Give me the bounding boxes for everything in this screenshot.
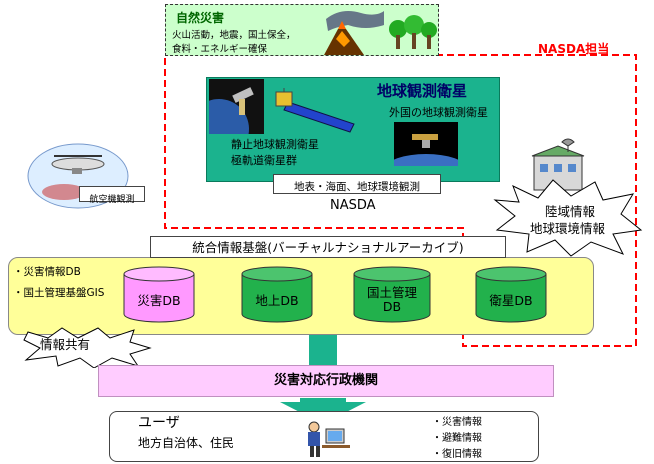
satellite-photo-icon	[209, 79, 264, 134]
user-box: ユーザ 地方自治体、住民 ・災害情報 ・避難情報 ・復旧情報	[109, 411, 539, 462]
natural-disaster-line2: 食料・エネルギー確保	[172, 44, 268, 55]
integrated-platform-title: 統合情報基盤(バーチャルナショナルアーカイブ)	[192, 240, 464, 255]
land-info-line2: 地球環境情報	[530, 221, 606, 236]
volcano-icon	[324, 11, 384, 55]
db-list-item-1: ・災害情報DB	[13, 266, 81, 278]
user-info-3: ・復旧情報	[432, 449, 482, 460]
earth-observation-title: 地球観測衛星	[377, 82, 468, 100]
aircraft-label-box: 航空機観測	[79, 186, 145, 205]
info-sharing-callout-shape	[23, 327, 152, 368]
polar-satellites-label: 極軌道衛星群	[231, 154, 297, 167]
trees-icon	[389, 15, 437, 49]
aircraft-label: 航空機観測	[89, 195, 135, 205]
natural-disaster-title: 自然災害	[176, 11, 225, 25]
satellite-db-label: 衛星DB	[489, 293, 533, 308]
user-info-1: ・災害情報	[432, 417, 482, 428]
nasda-label: NASDA	[330, 198, 376, 213]
info-sharing-label: 情報共有	[40, 337, 91, 352]
foreign-satellites-label: 外国の地球観測衛星	[389, 106, 488, 119]
ground-db-cylinder	[241, 266, 313, 323]
land-mgmt-db-label-2: DB	[382, 299, 402, 314]
land-mgmt-db-cylinder	[353, 266, 431, 323]
natural-disaster-box: 自然災害 火山活動，地震，国土保全， 食料・エネルギー確保	[165, 4, 439, 56]
ground-db-label: 地上DB	[255, 293, 299, 308]
geo-satellite-icon	[275, 88, 355, 133]
agency-label: 災害対応行政機関	[273, 373, 378, 388]
disaster-db-label: 災害DB	[137, 293, 181, 308]
land-info-callout-shape	[493, 179, 643, 257]
satellite-db-cylinder	[475, 266, 547, 323]
integrated-platform-title-box: 統合情報基盤(バーチャルナショナルアーカイブ)	[150, 236, 506, 258]
arrow-shaft	[309, 335, 337, 365]
foreign-satellite-icon	[394, 122, 458, 166]
observation-label-box: 地表・海面、地球環境観測	[273, 174, 441, 194]
user-subtitle: 地方自治体、住民	[138, 436, 235, 450]
disaster-db-cylinder	[123, 266, 195, 323]
user-title: ユーザ	[138, 415, 180, 431]
nasda-scope-label: NASDA担当	[538, 42, 610, 56]
nasda-scope-boundary	[164, 54, 637, 347]
aircraft-icon	[51, 155, 105, 174]
user-computer-icon	[308, 421, 350, 457]
agency-band: 災害対応行政機関	[98, 365, 554, 397]
user-info-2: ・避難情報	[432, 433, 482, 444]
land-info-line1: 陸域情報	[545, 204, 596, 219]
observation-label: 地表・海面、地球環境観測	[294, 181, 420, 193]
natural-disaster-line1: 火山活動，地震，国土保全，	[172, 30, 296, 41]
db-list-item-2: ・国土管理基盤GIS	[13, 287, 105, 299]
land-mgmt-db-label-1: 国土管理	[366, 285, 417, 300]
geo-satellite-label: 静止地球観測衛星	[231, 138, 319, 151]
